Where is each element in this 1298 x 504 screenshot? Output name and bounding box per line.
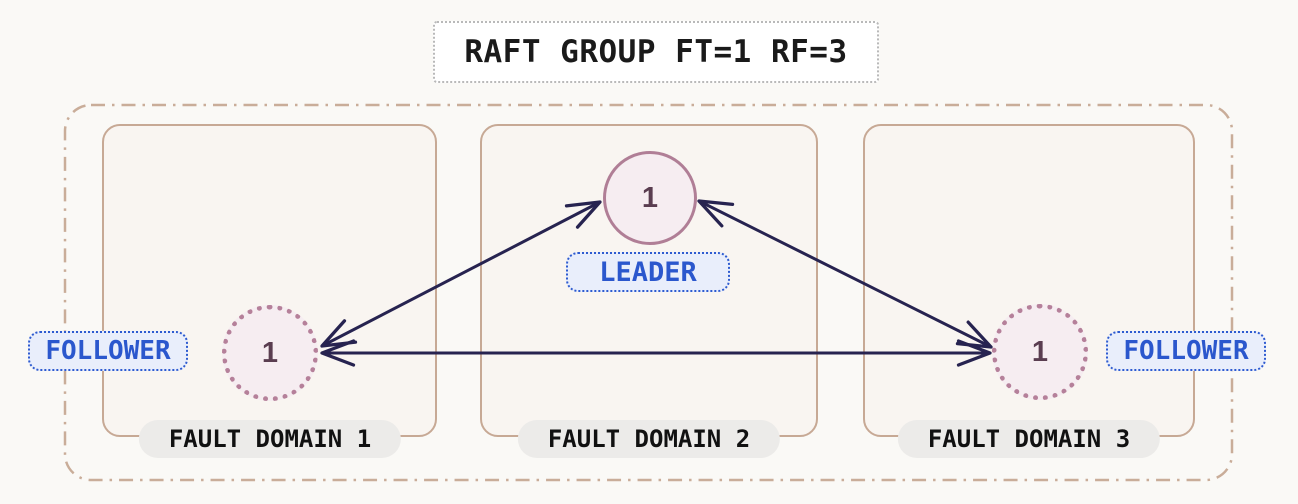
follower-right-badge-label: FOLLOWER — [1123, 336, 1249, 366]
follower-left-value: 1 — [261, 336, 279, 369]
leader-node: 1 — [603, 151, 697, 245]
raft-group-title: RAFT GROUP FT=1 RF=3 — [464, 34, 848, 70]
leader-node-value: 1 — [641, 181, 659, 214]
follower-left-badge-label: FOLLOWER — [45, 336, 171, 366]
leader-badge: LEADER — [566, 252, 730, 292]
fault-domain-2-label: FAULT DOMAIN 2 — [517, 420, 781, 458]
follower-badge-right: FOLLOWER — [1106, 331, 1266, 371]
follower-badge-left: FOLLOWER — [28, 331, 188, 371]
fault-domain-3-label: FAULT DOMAIN 3 — [897, 420, 1161, 458]
raft-group-title-box: RAFT GROUP FT=1 RF=3 — [433, 21, 879, 83]
follower-node-left: 1 — [222, 305, 318, 401]
leader-badge-label: LEADER — [599, 256, 697, 288]
follower-node-right: 1 — [992, 304, 1088, 400]
follower-right-value: 1 — [1031, 335, 1049, 368]
fault-domain-1-label: FAULT DOMAIN 1 — [138, 420, 402, 458]
